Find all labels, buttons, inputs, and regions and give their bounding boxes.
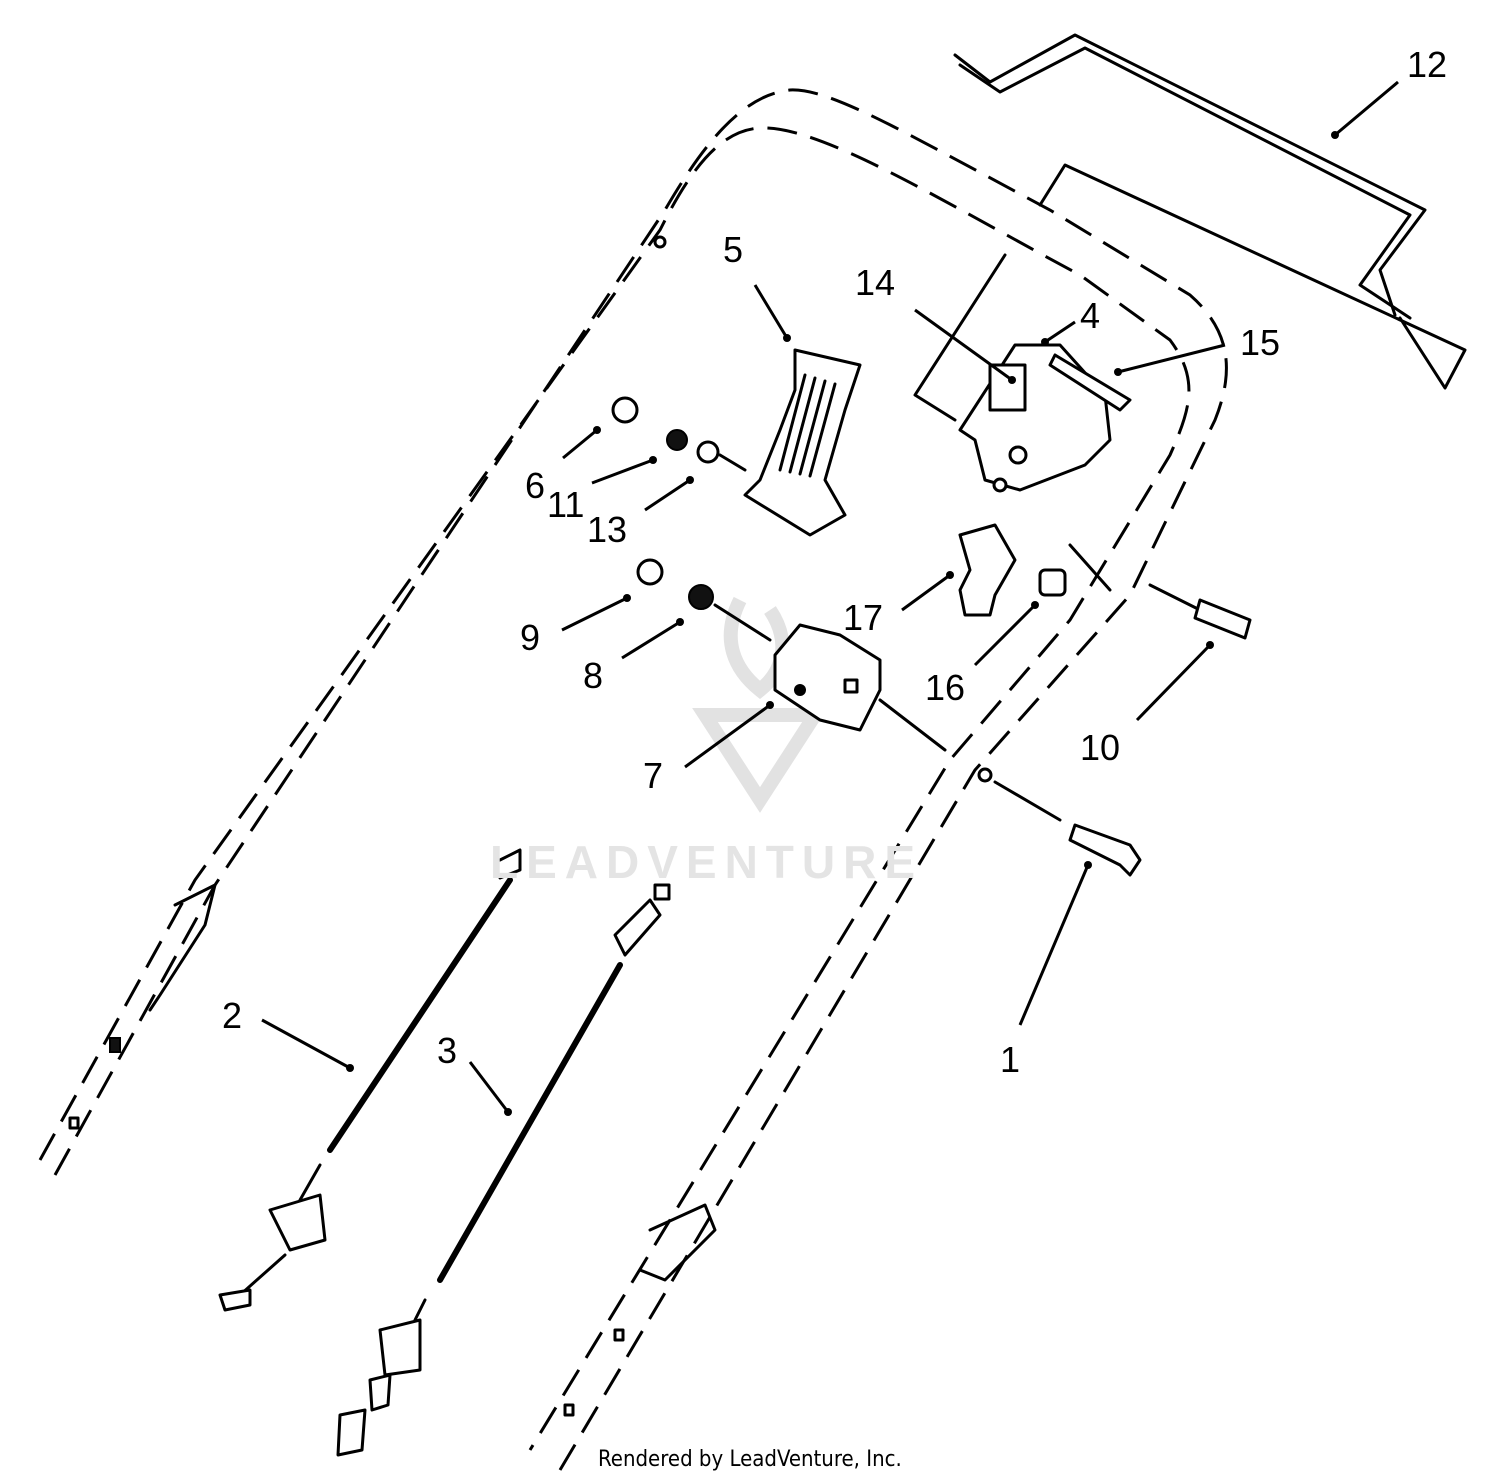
cable-2 — [218, 848, 522, 1312]
watermark-logo — [692, 596, 828, 813]
callout-labels: 1 2 3 4 5 6 7 8 9 10 11 12 13 14 15 16 1… — [222, 44, 1447, 1080]
cable-guide-block — [773, 623, 882, 732]
callout-14: 14 — [855, 262, 895, 303]
control-lever — [743, 348, 862, 537]
cable-3 — [336, 883, 671, 1457]
callout-5: 5 — [723, 229, 743, 270]
callout-2: 2 — [222, 995, 242, 1036]
callout-17: 17 — [843, 597, 883, 638]
callout-3: 3 — [437, 1030, 457, 1071]
watermark-text: LEADVENTURE — [490, 836, 923, 888]
callout-7: 7 — [643, 755, 663, 796]
footer-credit: Rendered by LeadVenture, Inc. — [598, 1447, 902, 1472]
callout-8: 8 — [583, 655, 603, 696]
callout-15: 15 — [1240, 322, 1280, 363]
hardware — [611, 396, 1252, 877]
callout-9: 9 — [520, 617, 540, 658]
callout-leaders — [261, 80, 1399, 1116]
callout-16: 16 — [925, 667, 965, 708]
callout-13: 13 — [587, 509, 627, 550]
handle-assembly — [38, 88, 1228, 1471]
callout-11: 11 — [547, 484, 584, 525]
callout-12: 12 — [1407, 44, 1447, 85]
callout-10: 10 — [1080, 727, 1120, 768]
bail-rod — [953, 33, 1467, 390]
control-bracket — [913, 253, 1132, 493]
callout-6: 6 — [525, 465, 545, 506]
cam-lever — [958, 523, 1067, 617]
callout-1: 1 — [1000, 1039, 1020, 1080]
callout-4: 4 — [1080, 295, 1100, 336]
